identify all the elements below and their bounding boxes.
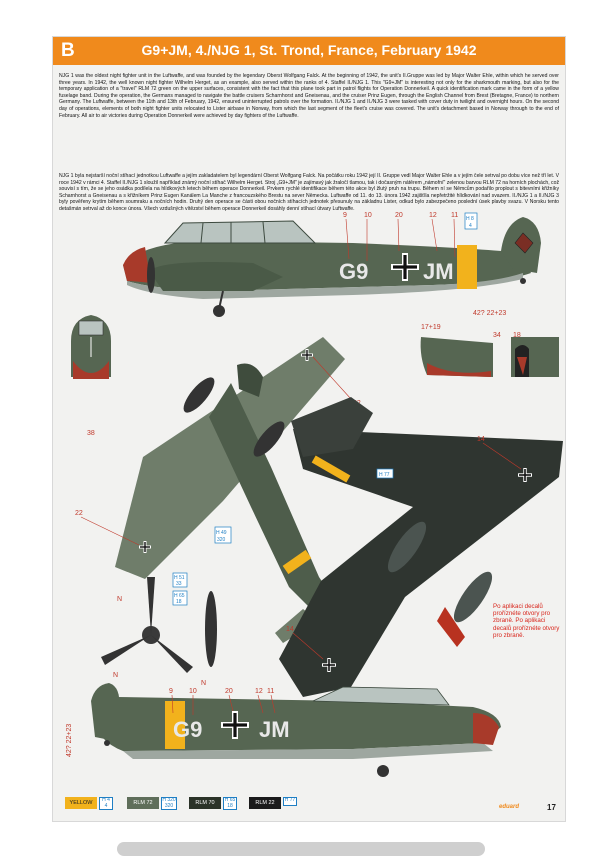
left-side-view-aircraft: G9 JM [91, 683, 501, 777]
callout-cowl: 17+19 [421, 324, 441, 331]
profile-letter: B [61, 40, 75, 61]
callout-side-3: 20 [395, 212, 403, 219]
svg-text:18: 18 [176, 599, 182, 605]
legend-swatch-rlm72: RLM 72 [127, 797, 159, 809]
nose-front-detail: 38 [71, 315, 111, 437]
underside-view-aircraft [279, 397, 563, 697]
svg-text:H 51: H 51 [174, 575, 185, 581]
cowl-detail [420, 337, 559, 377]
callout-prop-3: N [201, 680, 206, 687]
callout-left-5: 11 [267, 688, 274, 695]
decal-note: Po aplikaci decalů proříznéte otvory pro… [493, 603, 560, 639]
profile-title: G9+JM, 4./NJG 1, St. Trond, France, Febr… [141, 42, 477, 58]
callout-left-2: 10 [189, 688, 197, 695]
svg-text:33: 33 [176, 581, 182, 587]
callout-side-2: 10 [364, 212, 372, 219]
aircraft-profiles: G9 JM 9 10 20 12 11 42? 22+23 17+19 34 1… [66, 212, 563, 777]
svg-text:4: 4 [469, 223, 472, 229]
callout-side-4: 12 [429, 212, 437, 219]
svg-text:H 77: H 77 [379, 472, 390, 478]
callout-tail: 42? 22+23 [473, 310, 506, 317]
callout-left-3: 20 [225, 688, 233, 695]
callout-bottom-1: 14 [477, 436, 485, 443]
callout-left-1: 9 [169, 688, 173, 695]
left-fuselage-code-right: JM [259, 717, 290, 742]
svg-text:H 65: H 65 [174, 593, 185, 599]
profile-header: B G9+JM, 4./NJG 1, St. Trond, France, Fe… [53, 37, 565, 65]
callout-side-5: 11 [451, 212, 458, 219]
horizontal-scrollbar[interactable] [117, 842, 485, 856]
code-box-top-mid: H 49 320 [214, 526, 232, 544]
callout-prop-1: N [117, 596, 122, 603]
page-number: 17 [547, 803, 556, 812]
propeller-detail [101, 577, 217, 673]
callout-bottom-2: 14 [286, 626, 294, 633]
code-box-under: H 77 [376, 468, 394, 479]
callout-cowl-front-1: 34 [493, 332, 501, 339]
legend-swatch-yellow: YELLOW [65, 797, 97, 809]
instruction-page: B G9+JM, 4./NJG 1, St. Trond, France, Fe… [52, 36, 566, 822]
legend-swatch-rlm70: RLM 70 [189, 797, 221, 809]
callout-left-tail: 42? 22+23 [66, 724, 73, 757]
callout-prop-2: N [113, 672, 118, 679]
fuselage-code-right: JM [423, 259, 454, 284]
callout-top-2: 22 [75, 510, 83, 517]
callout-nose: 38 [87, 430, 95, 437]
svg-text:320: 320 [217, 537, 226, 543]
code-box-prop-a: H 51 33 [172, 572, 188, 588]
description-czech: NJG 1 byla nejstarší noční stíhací jedno… [59, 173, 559, 212]
callout-cowl-front-2: 18 [513, 332, 521, 339]
fuselage-code-left: G9 [339, 259, 368, 284]
callout-left-4: 12 [255, 688, 263, 695]
callout-side-1: 9 [343, 212, 347, 219]
svg-text:H 8: H 8 [466, 216, 474, 222]
code-box-side: H 8 4 [464, 212, 478, 230]
legend-code-rlm22: H 77 [283, 797, 297, 806]
brand-logo: eduard [499, 804, 520, 810]
description-english: NJG 1 was the oldest night fighter unit … [59, 73, 559, 119]
side-view-aircraft: G9 JM [123, 217, 541, 317]
svg-text:H 49: H 49 [216, 530, 227, 536]
left-fuselage-code-left: G9 [173, 717, 202, 742]
code-box-prop-b: H 65 18 [172, 590, 188, 606]
legend-swatch-rlm22: RLM 22 [249, 797, 281, 809]
